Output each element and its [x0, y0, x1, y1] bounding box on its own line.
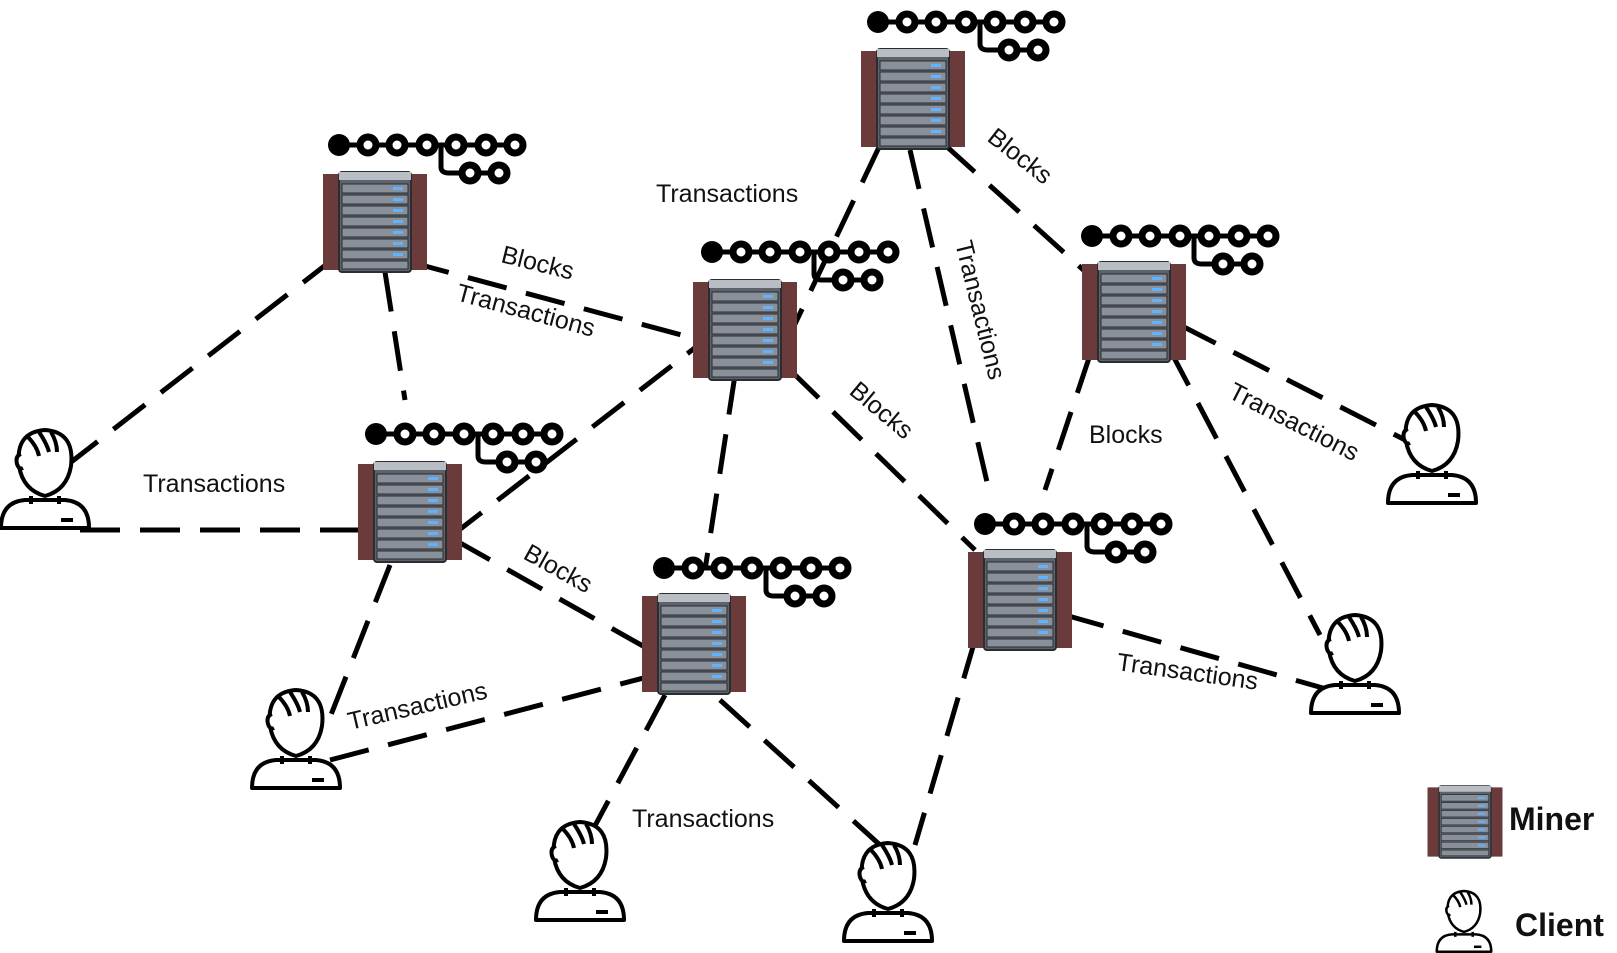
link [409, 259, 701, 343]
server-icon [357, 461, 463, 563]
edge-label-transactions: Transactions [1115, 648, 1260, 696]
link [64, 248, 347, 468]
link [329, 672, 656, 763]
edge-label-blocks: Blocks [1089, 421, 1163, 449]
link [1042, 354, 1093, 491]
edge-label-blocks: Blocks [519, 539, 597, 599]
edge-label-transactions: Transactions [1224, 377, 1363, 466]
edge-label-transactions: Transactions [453, 279, 598, 343]
client-icon [1386, 403, 1478, 505]
client-icon [534, 820, 626, 922]
links [64, 143, 1417, 847]
link [1178, 322, 1417, 448]
server-icon [641, 593, 747, 695]
client-icon [1309, 613, 1401, 715]
link [788, 368, 977, 552]
miners [322, 11, 1276, 695]
edge-label-transactions: Transactions [656, 180, 798, 208]
edge-label-transactions: Transactions [345, 677, 490, 736]
link [453, 537, 652, 653]
link [587, 693, 668, 837]
miner-node-4 [1081, 225, 1276, 363]
miner-node-3 [692, 241, 896, 381]
link [702, 374, 738, 571]
edge-label-blocks: Blocks [499, 241, 577, 286]
server-icon [860, 48, 966, 150]
server-icon [692, 279, 798, 381]
miner-node-5 [357, 423, 560, 563]
link [322, 564, 393, 731]
link [1167, 348, 1323, 637]
legend: Miner Client [1426, 785, 1604, 953]
legend-miner-label: Miner [1509, 801, 1594, 837]
client-icon [1435, 889, 1493, 953]
client-icon [250, 688, 342, 790]
client-icon [842, 841, 934, 943]
server-icon [967, 549, 1073, 651]
miner-node-2 [860, 11, 1062, 150]
link [718, 698, 882, 847]
link [782, 143, 883, 347]
link [912, 639, 978, 846]
server-icon [1426, 785, 1504, 859]
link [943, 143, 1102, 287]
server-icon [322, 171, 428, 273]
legend-miner: Miner [1426, 785, 1594, 859]
miner-node-7 [967, 513, 1169, 651]
edge-label-blocks: Blocks [982, 123, 1057, 190]
miner-node-6 [641, 557, 848, 695]
client-icon [0, 428, 91, 530]
legend-client: Client [1435, 889, 1604, 953]
link [1064, 612, 1331, 693]
miner-node-1 [322, 134, 523, 273]
edge-label-transactions: Transactions [632, 805, 774, 833]
legend-client-label: Client [1515, 907, 1604, 943]
link [448, 338, 707, 539]
link [382, 271, 408, 401]
server-icon [1081, 261, 1187, 363]
edge-label-transactions: Transactions [143, 470, 285, 498]
